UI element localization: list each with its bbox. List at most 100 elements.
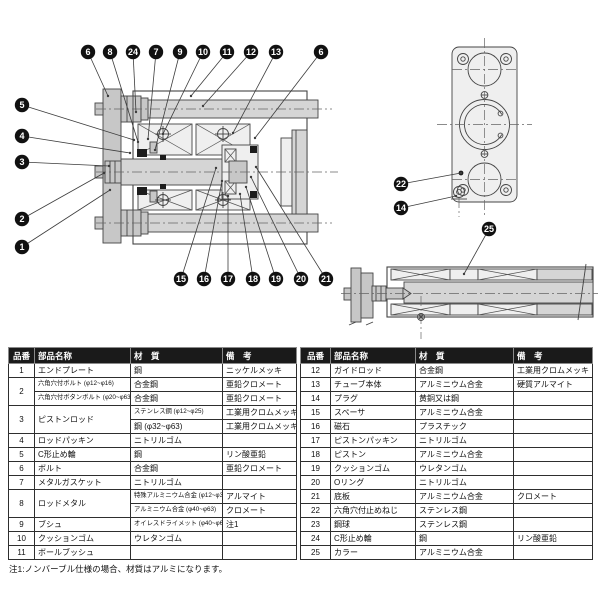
cell-mat: 合金鋼 (415, 363, 514, 378)
callout-balloon-5 (14, 97, 30, 113)
cell-mat: 合金鋼 (130, 461, 223, 476)
cell-mat: 合金鋼 (130, 391, 223, 406)
callout-number-11: 11 (222, 47, 232, 57)
cell-rem (513, 461, 593, 476)
leader-line-2 (21, 172, 105, 220)
cell-rem (513, 475, 593, 490)
cell-name: Oリング (330, 475, 416, 490)
callout-number-6: 6 (85, 47, 90, 57)
cell-no: 9 (8, 517, 35, 532)
callout-balloon-6 (313, 44, 329, 60)
cell-name: ブシュ (34, 517, 131, 532)
leader-line-7 (147, 51, 157, 140)
side-end-plate (350, 267, 362, 323)
cell-mat (130, 545, 223, 560)
cell-name: 六角穴付ボタンボルト (φ20~φ63) (34, 391, 131, 406)
cell-no: 23 (300, 517, 331, 532)
callout-number-20: 20 (296, 274, 306, 284)
header-part-no: 品番 (300, 347, 331, 364)
header-part-name: 部品名称 (34, 347, 131, 364)
leader-dot-6 (106, 94, 110, 98)
leader-dot-5 (132, 138, 136, 142)
callout-number-24: 24 (128, 47, 138, 57)
cell-no: 7 (8, 475, 35, 490)
cell-rem (513, 447, 593, 462)
cell-no: 8 (8, 489, 35, 518)
callout-number-21: 21 (321, 274, 331, 284)
cell-rem: 硬質アルマイト (513, 377, 593, 392)
callout-balloon-20 (293, 271, 309, 287)
callout-balloon-18 (245, 271, 261, 287)
cell-mat: ニトリルゴム (415, 433, 514, 448)
cell-name: クッションゴム (330, 461, 416, 476)
leader-dot-14 (454, 194, 458, 198)
callout-balloon-22 (393, 176, 409, 192)
cell-rem: 注1 (222, 517, 297, 532)
plug (451, 186, 467, 217)
cell-rem: クロメート (513, 489, 593, 504)
leader-line-3 (21, 161, 110, 167)
leader-dot-16 (220, 179, 224, 183)
cell-no: 11 (8, 545, 35, 560)
callout-number-2: 2 (19, 214, 24, 224)
main-section-view (94, 88, 338, 245)
leader-dot-10 (161, 132, 165, 136)
cell-rem: ニッケルメッキ (222, 363, 297, 378)
cell-name: C形止め輪 (330, 531, 416, 546)
leader-dot-7 (146, 137, 150, 141)
cell-mat: 特殊アルミニウム合金 (φ12~φ32) (130, 489, 223, 504)
cell-no: 2 (8, 377, 35, 406)
cell-no: 25 (300, 545, 331, 560)
callout-number-6: 6 (318, 47, 323, 57)
table-header-row: 品番 部品名称 材 質 備 考 (300, 347, 593, 364)
callout-number-4: 4 (19, 131, 24, 141)
cell-mat: 鋼 (415, 531, 514, 546)
cell-no: 21 (300, 489, 331, 504)
cell-name: ガイドロッド (330, 363, 416, 378)
cell-no: 10 (8, 531, 35, 546)
cell-name: ピストンパッキン (330, 433, 416, 448)
cell-mat: アルミニウム合金 (415, 447, 514, 462)
leader-line-15 (180, 167, 217, 280)
cell-no: 20 (300, 475, 331, 490)
cell-no: 1 (8, 363, 35, 378)
cell-name: ロッドメタル (34, 489, 131, 518)
leader-dot-13 (231, 131, 235, 135)
header-part-name: 部品名称 (330, 347, 416, 364)
leader-line-19 (245, 186, 277, 280)
cell-no: 4 (8, 433, 35, 448)
cell-mat: ウレタンゴム (130, 531, 223, 546)
cell-name: メタルガスケット (34, 475, 131, 490)
cell-mat: アルミニウム合金 (φ40~φ63) (130, 503, 223, 518)
cell-rem (222, 433, 297, 448)
cell-no: 24 (300, 531, 331, 546)
cell-name: ボルト (34, 461, 131, 476)
cell-name: カラー (330, 545, 416, 560)
cell-name: ボールブッシュ (34, 545, 131, 560)
cell-name: 鋼球 (330, 517, 416, 532)
cell-rem: 工業用クロムメッキ (513, 363, 593, 378)
callout-number-5: 5 (19, 100, 24, 110)
callout-balloon-19 (268, 271, 284, 287)
leader-dot-25 (462, 272, 466, 276)
cell-rem (222, 475, 297, 490)
callout-number-18: 18 (248, 274, 258, 284)
cell-name: クッションゴム (34, 531, 131, 546)
leader-dot-3 (107, 164, 111, 168)
cell-rem: クロメート (222, 503, 297, 518)
cell-name: ピストン (330, 447, 416, 462)
